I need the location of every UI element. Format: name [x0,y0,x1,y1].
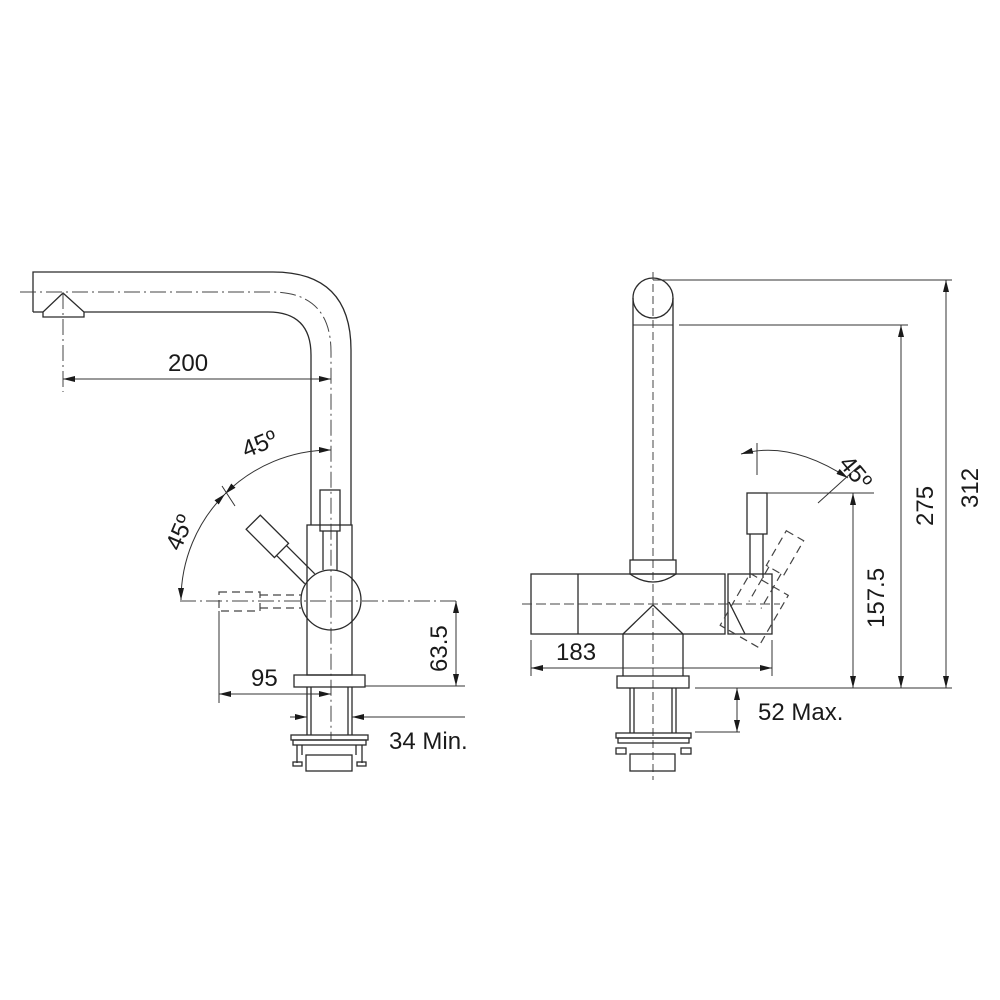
dim-label-45-lower: 45º [161,511,200,554]
side-view: 200 [20,271,468,772]
dim-label-52-max: 52 Max. [758,699,843,726]
dim-body-width: 183 [530,639,773,676]
dim-label-63-5: 63.5 [426,625,453,672]
dim-spout-reach: 200 [63,350,331,382]
dim-label-312: 312 [957,468,984,508]
dim-label-200: 200 [168,350,208,377]
dim-handle-angle-front: 45º [740,443,877,504]
dim-label-34-min: 34 Min. [389,728,468,755]
dim-handle-reach: 95 [218,611,331,703]
dim-handle-height-front: 157.5 [767,492,890,688]
dim-total-height: 312 [653,279,984,688]
mounting-shank [290,674,369,772]
dim-label-95: 95 [251,665,278,692]
dim-handle-height: 63.5 [365,601,465,687]
faucet-body [180,489,460,676]
dim-label-45-front: 45º [833,451,877,496]
dim-label-183: 183 [556,639,596,666]
dim-countertop-thickness: 52 Max. [695,688,843,733]
spout-outline [20,271,352,740]
spout-column [629,272,677,780]
dim-label-157-5: 157.5 [863,568,890,628]
front-view: 45º 157.5 275 312 183 [522,272,984,780]
mounting-shank-front [615,675,692,772]
aerator-icon [42,292,85,392]
dim-hole-diameter: 34 Min. [290,714,468,755]
dim-spout-height: 275 [679,324,939,688]
dim-handle-angles: 45º 45º [161,425,332,601]
dim-label-45-upper: 45º [238,425,281,463]
dim-label-275: 275 [912,486,939,526]
